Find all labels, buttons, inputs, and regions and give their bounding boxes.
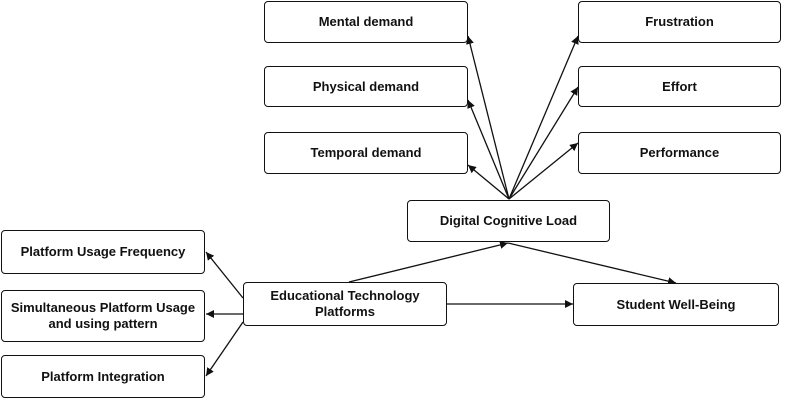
node-digital-cognitive-load: Digital Cognitive Load xyxy=(407,200,610,242)
edge-edtech-platforms-to-platform-integration xyxy=(205,321,244,377)
node-simultaneous-platform-usage: Simultaneous Platform Usage and using pa… xyxy=(1,290,205,342)
node-effort-label: Effort xyxy=(662,78,697,94)
node-educational-technology-platforms-label: Educational Technology Platforms xyxy=(270,288,419,320)
edge-edtech-platforms-to-digital-cognitive-load xyxy=(348,241,509,283)
node-mental-demand: Mental demand xyxy=(264,1,468,43)
node-platform-usage-frequency-label: Platform Usage Frequency xyxy=(20,244,186,259)
edge-digital-cognitive-load-to-mental-demand xyxy=(466,35,510,200)
node-educational-technology-platforms: Educational Technology Platforms xyxy=(243,282,447,326)
edge-digital-cognitive-load-to-frustration xyxy=(508,35,579,200)
edge-digital-cognitive-load-to-performance xyxy=(508,142,579,200)
node-physical-demand: Physical demand xyxy=(264,66,468,107)
node-frustration: Frustration xyxy=(578,1,781,43)
node-student-well-being: Student Well-Being xyxy=(573,283,779,326)
edtech-line-1: Educational Technology xyxy=(270,288,420,303)
edge-edtech-platforms-to-platform-usage-frequency xyxy=(205,251,244,299)
node-platform-integration: Platform Integration xyxy=(1,355,205,398)
edge-digital-cognitive-load-to-physical-demand xyxy=(467,99,510,200)
node-digital-cognitive-load-label: Digital Cognitive Load xyxy=(439,213,578,228)
node-platform-usage-frequency: Platform Usage Frequency xyxy=(1,230,205,274)
node-physical-demand-label: Physical demand xyxy=(312,78,420,94)
node-frustration-label: Frustration xyxy=(645,14,714,29)
node-temporal-demand: Temporal demand xyxy=(264,132,468,174)
simultaneous-usage-line-1: Simultaneous Platform Usage xyxy=(10,300,196,315)
node-performance-label: Performance xyxy=(639,145,720,160)
edtech-line-2: Platforms xyxy=(315,304,375,319)
edge-digital-cognitive-load-to-student-wellbeing xyxy=(507,242,677,286)
edge-digital-cognitive-load-to-effort xyxy=(508,86,579,200)
node-platform-integration-label: Platform Integration xyxy=(41,368,165,384)
node-effort: Effort xyxy=(578,66,781,107)
node-performance: Performance xyxy=(578,132,781,174)
node-mental-demand-label: Mental demand xyxy=(318,14,414,29)
node-temporal-demand-label: Temporal demand xyxy=(310,145,422,160)
edge-digital-cognitive-load-to-temporal-demand xyxy=(467,164,510,200)
simultaneous-usage-line-2: and using pattern xyxy=(48,316,158,331)
node-student-well-being-label: Student Well-Being xyxy=(616,296,736,312)
node-simultaneous-platform-usage-label: Simultaneous Platform Usage and using pa… xyxy=(11,300,195,332)
